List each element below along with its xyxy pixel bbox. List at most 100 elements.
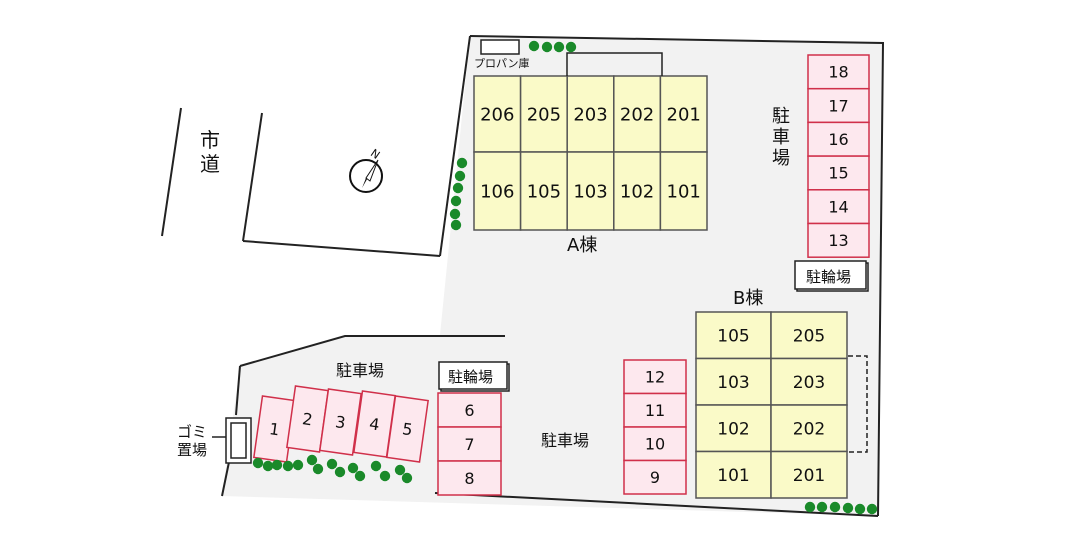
unit-a-top-3: 202 <box>613 75 662 153</box>
tree-0-1 <box>541 41 553 53</box>
tree-2-12 <box>379 470 391 482</box>
unit-b-left-3-label: 101 <box>717 466 749 486</box>
tree-2-7 <box>326 458 338 470</box>
tree-3-2 <box>829 501 841 513</box>
parking-space-17-label: 17 <box>828 96 848 115</box>
parking-space-2: 2 <box>285 385 330 453</box>
tree-1-5 <box>450 219 462 231</box>
bicycle-parking-right: 駐輪場 <box>794 260 869 292</box>
parking-space-3-label: 3 <box>334 412 347 432</box>
parking-space-4: 4 <box>352 390 397 458</box>
parking-space-16-label: 16 <box>828 130 848 149</box>
bicycle-parking-left: 駐輪場 <box>438 361 510 392</box>
parking-left-column: 6 78 <box>437 392 502 496</box>
tree-1-4 <box>449 208 461 220</box>
parking-space-9: 9 <box>623 459 687 495</box>
parking-space-11: 11 <box>623 392 687 428</box>
parking-space-12-label: 12 <box>645 368 665 387</box>
unit-a-top-1-label: 205 <box>527 104 561 125</box>
parking-space-12: 12 <box>623 359 687 395</box>
building-b: 105 103 102 101 205 203 202 201 <box>695 311 848 499</box>
parking-space-18: 18 <box>807 54 870 90</box>
tree-2-13 <box>394 464 406 476</box>
parking-space-16: 16 <box>807 121 870 157</box>
parking-space-2-label: 2 <box>301 409 314 429</box>
parking-space-15: 15 <box>807 155 870 191</box>
tree-2-1 <box>262 460 274 472</box>
parking-space-5: 5 <box>385 395 430 463</box>
bicycle-parking-left-label: 駐輪場 <box>448 368 493 386</box>
tree-2-5 <box>306 454 318 466</box>
tree-0-2 <box>553 41 565 53</box>
parking-space-7: 7 <box>437 426 502 462</box>
parking-space-17: 17 <box>807 87 870 124</box>
unit-b-left-0: 105 <box>695 311 772 360</box>
unit-b-right-0: 205 <box>770 311 848 360</box>
parking-space-1: 1 <box>252 395 297 463</box>
tree-0-0 <box>528 40 540 52</box>
unit-a-bottom-4: 101 <box>659 151 708 231</box>
unit-b-left-0-label: 105 <box>717 326 749 346</box>
tree-1-3 <box>450 195 462 207</box>
tree-2-9 <box>347 462 359 474</box>
unit-a-bottom-2-label: 103 <box>573 181 607 202</box>
unit-a-top-2: 203 <box>566 75 615 153</box>
parking-space-18-label: 18 <box>828 63 848 82</box>
unit-a-top-3-label: 202 <box>620 104 654 125</box>
parking-space-15-label: 15 <box>828 164 848 183</box>
unit-a-top-0-label: 206 <box>480 104 514 125</box>
parking-space-8: 8 <box>437 460 502 496</box>
unit-a-top-2-label: 203 <box>573 104 607 125</box>
trees <box>252 40 878 515</box>
unit-b-right-1: 203 <box>770 357 848 406</box>
unit-b-left-1: 103 <box>695 357 772 406</box>
tree-3-0 <box>804 501 816 513</box>
propane-label: プロパン庫 <box>474 56 530 70</box>
parking-space-6-label: 6 <box>464 401 474 420</box>
tree-2-10 <box>354 470 366 482</box>
compass-icon: N <box>349 147 383 193</box>
building-a-balcony <box>566 52 663 76</box>
parking-space-4-label: 4 <box>368 414 381 434</box>
parking-space-9-label: 9 <box>650 468 660 487</box>
parking-top-right-label: 駐車場 <box>772 106 790 169</box>
unit-b-left-3: 101 <box>695 450 772 499</box>
tree-1-1 <box>454 170 466 182</box>
unit-b-left-2-label: 102 <box>717 419 749 439</box>
tree-2-14 <box>401 472 413 484</box>
parking-space-14: 14 <box>807 189 870 225</box>
parking-center-label: 駐車場 <box>541 431 589 450</box>
unit-b-right-2-label: 202 <box>793 419 825 439</box>
unit-b-right-0-label: 205 <box>793 326 825 346</box>
garbage-area: ゴミ置場 <box>177 417 252 464</box>
unit-a-bottom-1: 105 <box>519 151 568 231</box>
tree-2-11 <box>370 460 382 472</box>
tree-3-1 <box>816 501 828 513</box>
unit-b-left-1-label: 103 <box>717 373 749 393</box>
unit-a-top-0: 206 <box>473 75 522 153</box>
tree-1-0 <box>456 157 468 169</box>
tree-2-8 <box>334 466 346 478</box>
tree-1-2 <box>452 182 464 194</box>
unit-a-top-4: 201 <box>659 75 708 153</box>
unit-b-right-3-label: 201 <box>793 466 825 486</box>
parking-space-3: 3 <box>318 388 363 456</box>
unit-a-bottom-4-label: 101 <box>667 181 701 202</box>
unit-b-right-2: 202 <box>770 404 848 453</box>
parking-space-10-label: 10 <box>645 435 665 454</box>
parking-center-column: 12 11 10 9 <box>623 359 687 495</box>
parking-space-10: 10 <box>623 426 687 462</box>
city-road: 市道 <box>161 107 441 257</box>
propane-storage: プロパン庫 <box>474 39 530 70</box>
tree-3-3 <box>842 502 854 514</box>
tree-2-4 <box>292 459 304 471</box>
unit-a-bottom-3-label: 102 <box>620 181 654 202</box>
unit-b-right-3: 201 <box>770 450 848 499</box>
unit-b-right-1-label: 203 <box>793 373 825 393</box>
city-road-label: 市道 <box>200 128 220 176</box>
tree-2-2 <box>271 459 283 471</box>
